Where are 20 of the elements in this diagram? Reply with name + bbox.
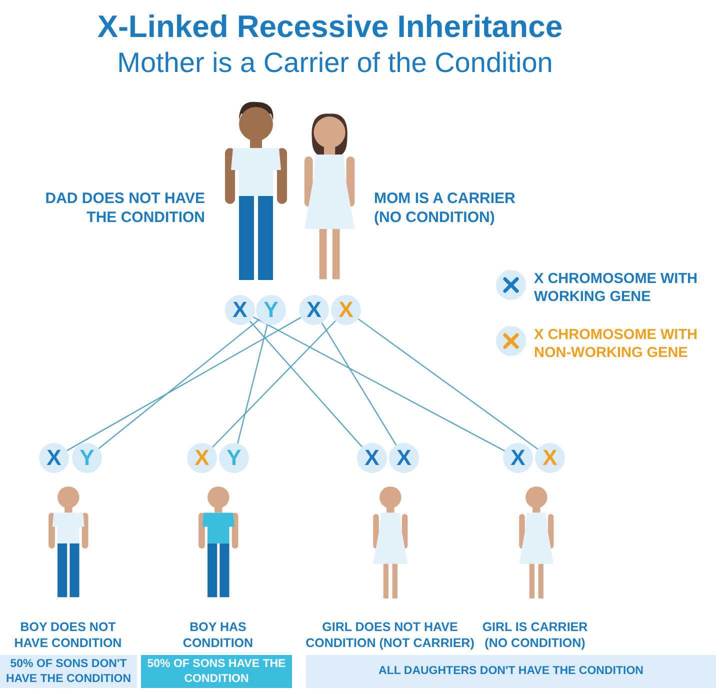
inheritance-line	[358, 318, 538, 450]
figure-caption: BOY DOES NOT HAVE CONDITION	[13, 620, 123, 652]
summary-banner: 50% OF SONS DON'T HAVE THE CONDITION	[0, 655, 137, 688]
title: X-Linked Recessive Inheritance	[96, 8, 564, 46]
figure-caption: MOM IS A CARRIER (NO CONDITION)	[374, 190, 516, 228]
inheritance-line	[98, 318, 260, 450]
figure-caption: DAD DOES NOT HAVE THE CONDITION	[44, 190, 205, 228]
legend-text: X CHROMOSOME WITH NON-WORKING GENE	[534, 326, 699, 362]
summary-banner: 50% OF SONS HAVE THE CONDITION	[141, 655, 292, 688]
inheritance-line	[321, 322, 397, 446]
inheritance-line	[250, 320, 362, 448]
inheritance-line	[66, 316, 302, 452]
figure-caption: BOY HAS CONDITION	[182, 620, 254, 652]
legend-text: X CHROMOSOME WITH WORKING GENE	[534, 270, 699, 306]
inheritance-line	[212, 320, 336, 448]
subtitle: Mother is a Carrier of the Condition	[116, 46, 554, 80]
inheritance-line	[237, 324, 268, 444]
inheritance-line	[252, 316, 506, 452]
summary-banner: ALL DAUGHTERS DON'T HAVE THE CONDITION	[306, 655, 716, 688]
figure-caption: GIRL DOES NOT HAVE CONDITION (NOT CARRIER)	[304, 620, 476, 652]
